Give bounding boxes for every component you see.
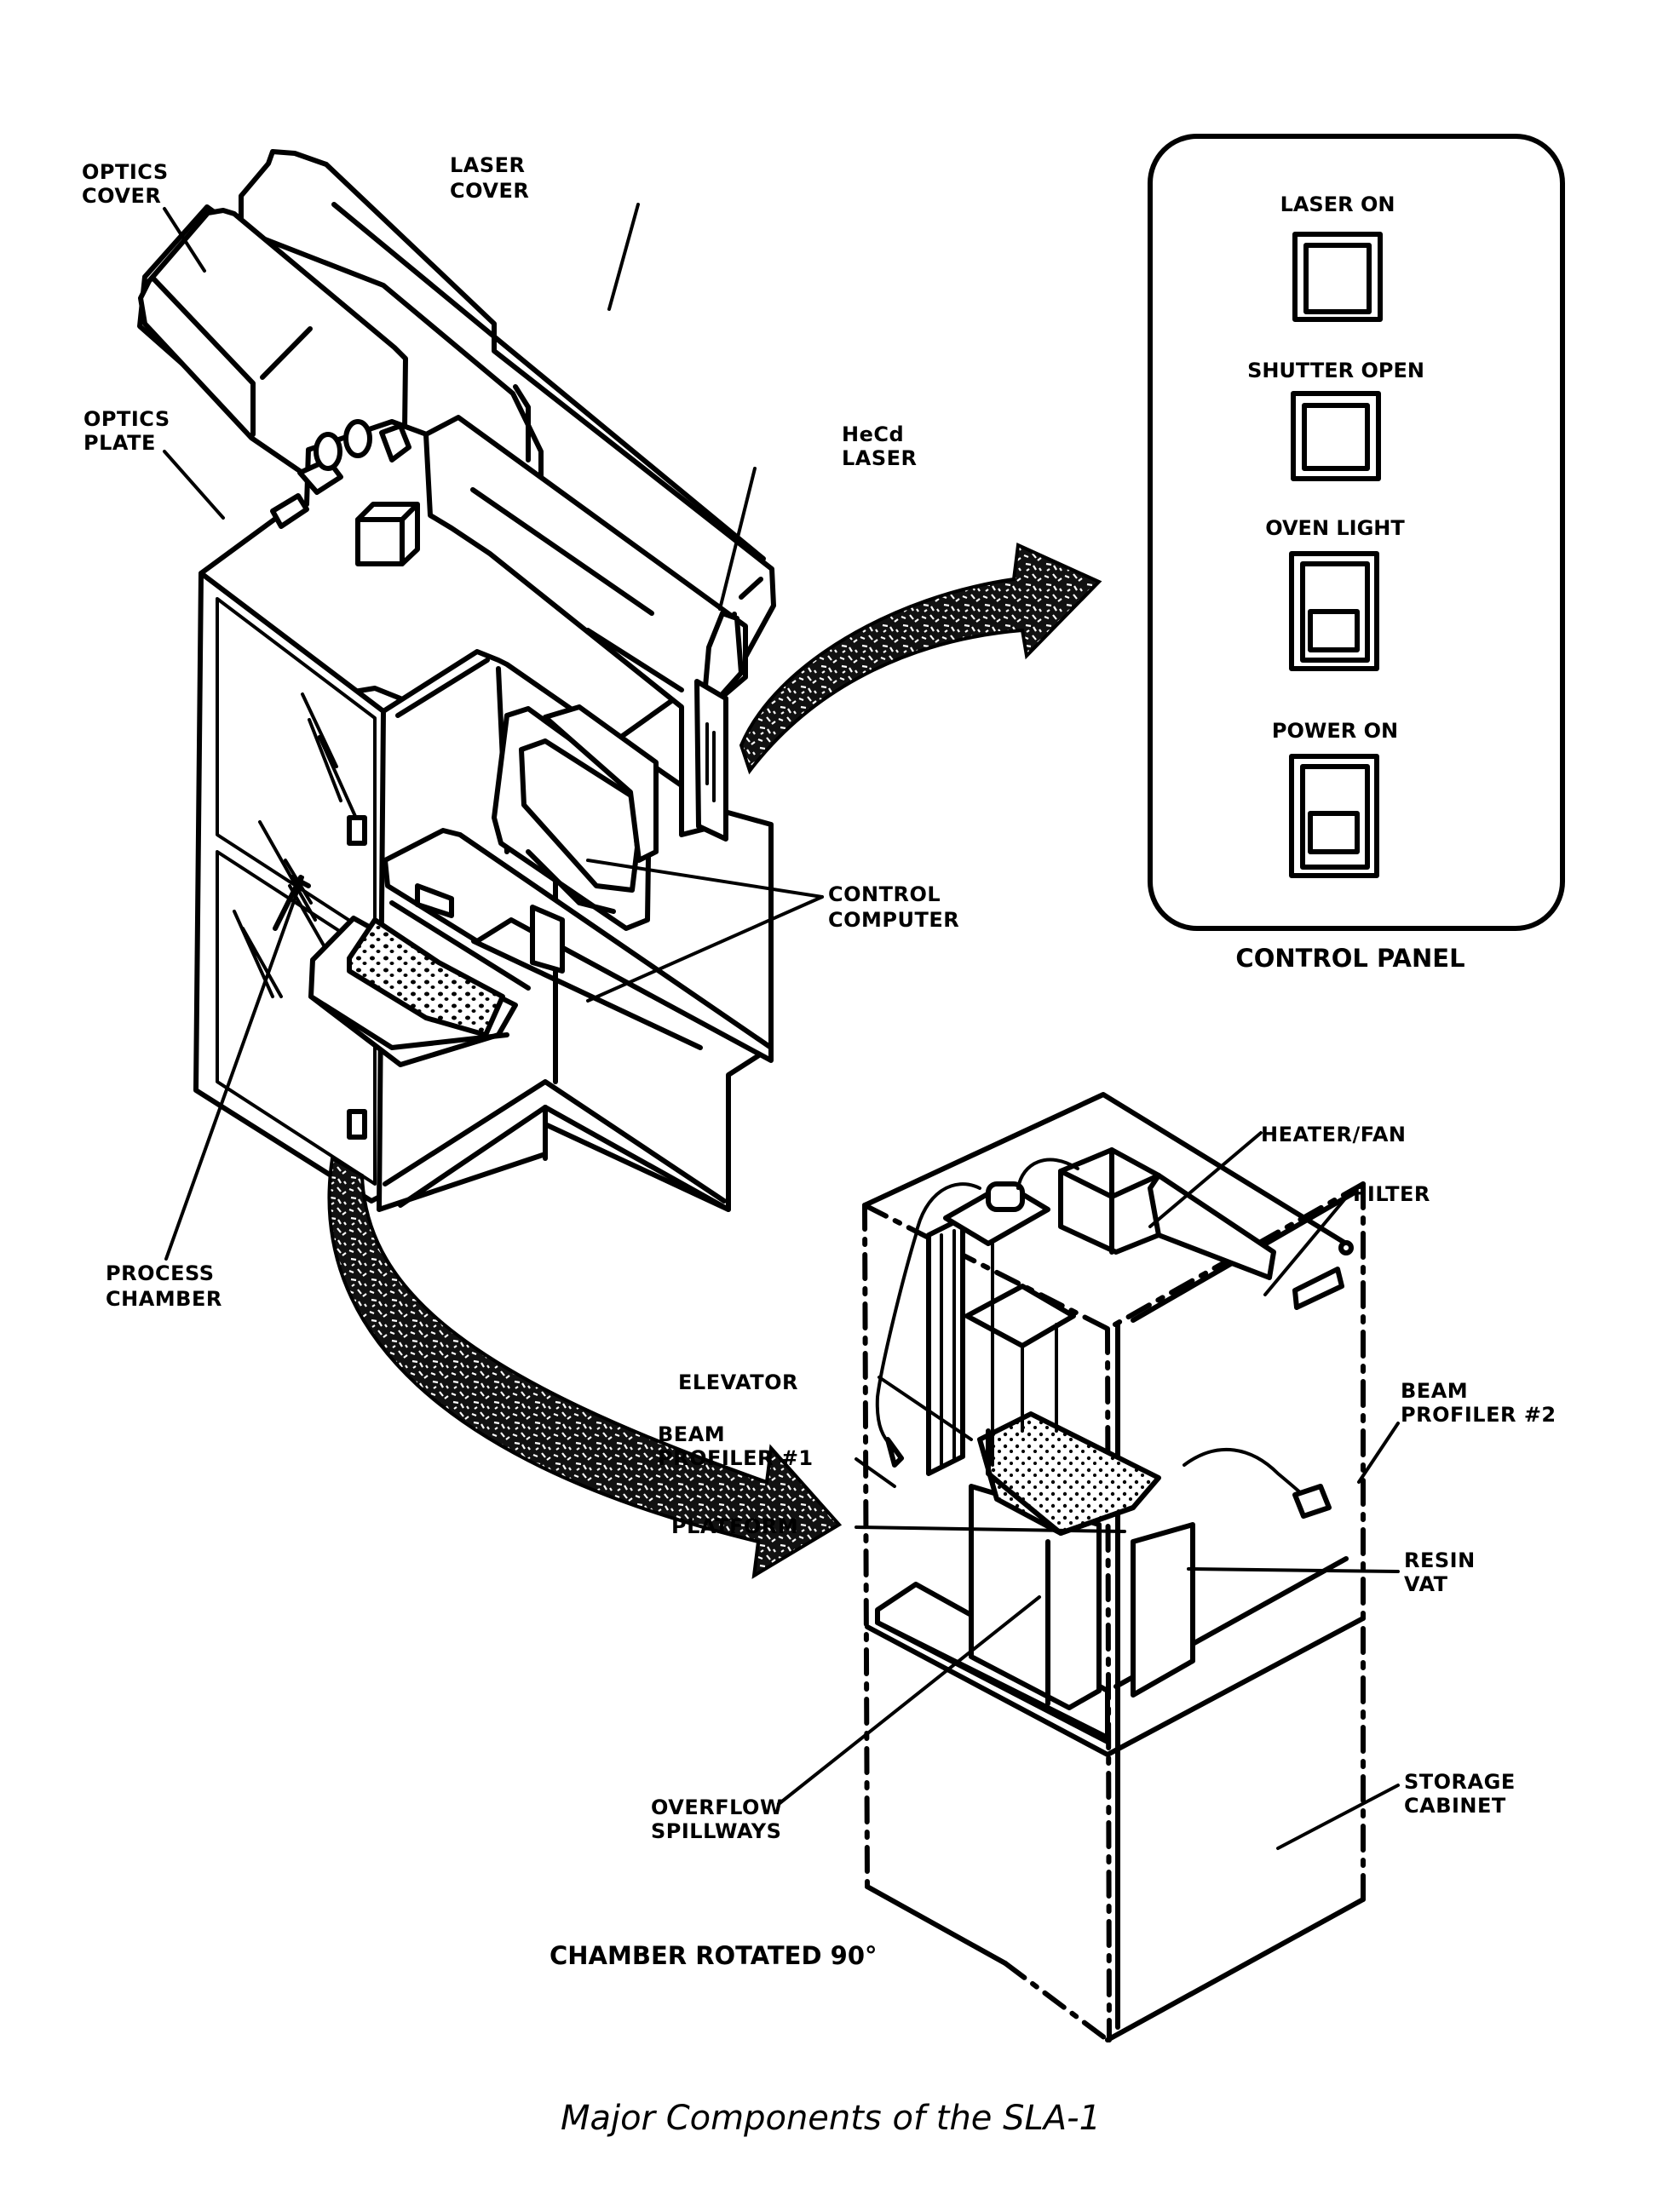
label-resin-vat-line2: VAT (1404, 1572, 1448, 1596)
label-storage-cabinet-line2: CABINET (1404, 1794, 1506, 1818)
label-hecd-laser: HeCd LASER (842, 422, 918, 470)
label-process-chamber-line1: PROCESS (106, 1261, 214, 1285)
label-hecd-laser-line2: LASER (842, 446, 918, 470)
label-control-computer-line1: CONTROL (828, 882, 941, 906)
label-optics-plate: OPTICS PLATE (83, 407, 170, 455)
arrow-to-chamber (329, 1158, 839, 1576)
label-elevator: ELEVATOR (678, 1370, 798, 1394)
label-chamber-rotated: CHAMBER ROTATED 90° (550, 1941, 878, 1970)
label-optics-cover-line1: OPTICS (82, 160, 169, 184)
switch-power-on (1292, 756, 1377, 876)
label-shutter-open: SHUTTER OPEN (1247, 359, 1424, 382)
label-optics-cover-line2: COVER (82, 184, 161, 208)
label-laser-cover-line2: COVER (450, 179, 529, 203)
label-hecd-laser-line1: HeCd (842, 422, 904, 446)
process-chamber-rotated (865, 1095, 1363, 2040)
label-beam-profiler-1-line2: PROFILER #1 (658, 1446, 814, 1470)
label-process-chamber: PROCESS CHAMBER (106, 1261, 222, 1311)
switch-laser-on (1295, 234, 1380, 319)
control-panel-title: CONTROL PANEL (1235, 944, 1464, 973)
label-overflow-spillways-line1: OVERFLOW (651, 1795, 783, 1819)
label-optics-plate-line2: PLATE (83, 431, 156, 455)
label-oven-light: OVEN LIGHT (1265, 516, 1405, 540)
switch-shutter-open (1293, 394, 1378, 479)
label-laser-cover: LASER COVER (450, 153, 529, 203)
label-control-computer-line2: COMPUTER (828, 908, 959, 932)
label-platform: PLATFORM (671, 1514, 798, 1538)
arrow-to-control-panel (741, 545, 1099, 771)
label-storage-cabinet: STORAGE CABINET (1404, 1770, 1516, 1818)
label-process-chamber-line2: CHAMBER (106, 1287, 222, 1311)
label-overflow-spillways-line2: SPILLWAYS (651, 1819, 781, 1843)
label-storage-cabinet-line1: STORAGE (1404, 1770, 1516, 1794)
label-overflow-spillways: OVERFLOW SPILLWAYS (651, 1795, 783, 1843)
label-resin-vat-line1: RESIN (1404, 1548, 1476, 1572)
label-beam-profiler-2-line1: BEAM (1401, 1379, 1468, 1403)
label-beam-profiler-2-line2: PROFILER #2 (1401, 1403, 1557, 1427)
label-beam-profiler-2: BEAM PROFILER #2 (1401, 1379, 1557, 1427)
label-optics-plate-line1: OPTICS (83, 407, 170, 431)
label-beam-profiler-1: BEAM PROFILER #1 (658, 1422, 814, 1470)
label-resin-vat: RESIN VAT (1404, 1548, 1476, 1596)
figure-caption: Major Components of the SLA-1 (561, 2099, 1101, 2138)
label-laser-cover-line1: LASER (450, 153, 526, 177)
label-heater-fan: HEATER/FAN (1261, 1123, 1407, 1146)
label-power-on: POWER ON (1272, 719, 1398, 743)
label-control-computer: CONTROL COMPUTER (828, 882, 959, 932)
label-laser-on: LASER ON (1280, 192, 1395, 216)
label-beam-profiler-1-line1: BEAM (658, 1422, 725, 1446)
switch-oven-light (1292, 554, 1377, 669)
label-filter: FILTER (1353, 1182, 1430, 1206)
label-optics-cover: OPTICS COVER (82, 160, 169, 208)
